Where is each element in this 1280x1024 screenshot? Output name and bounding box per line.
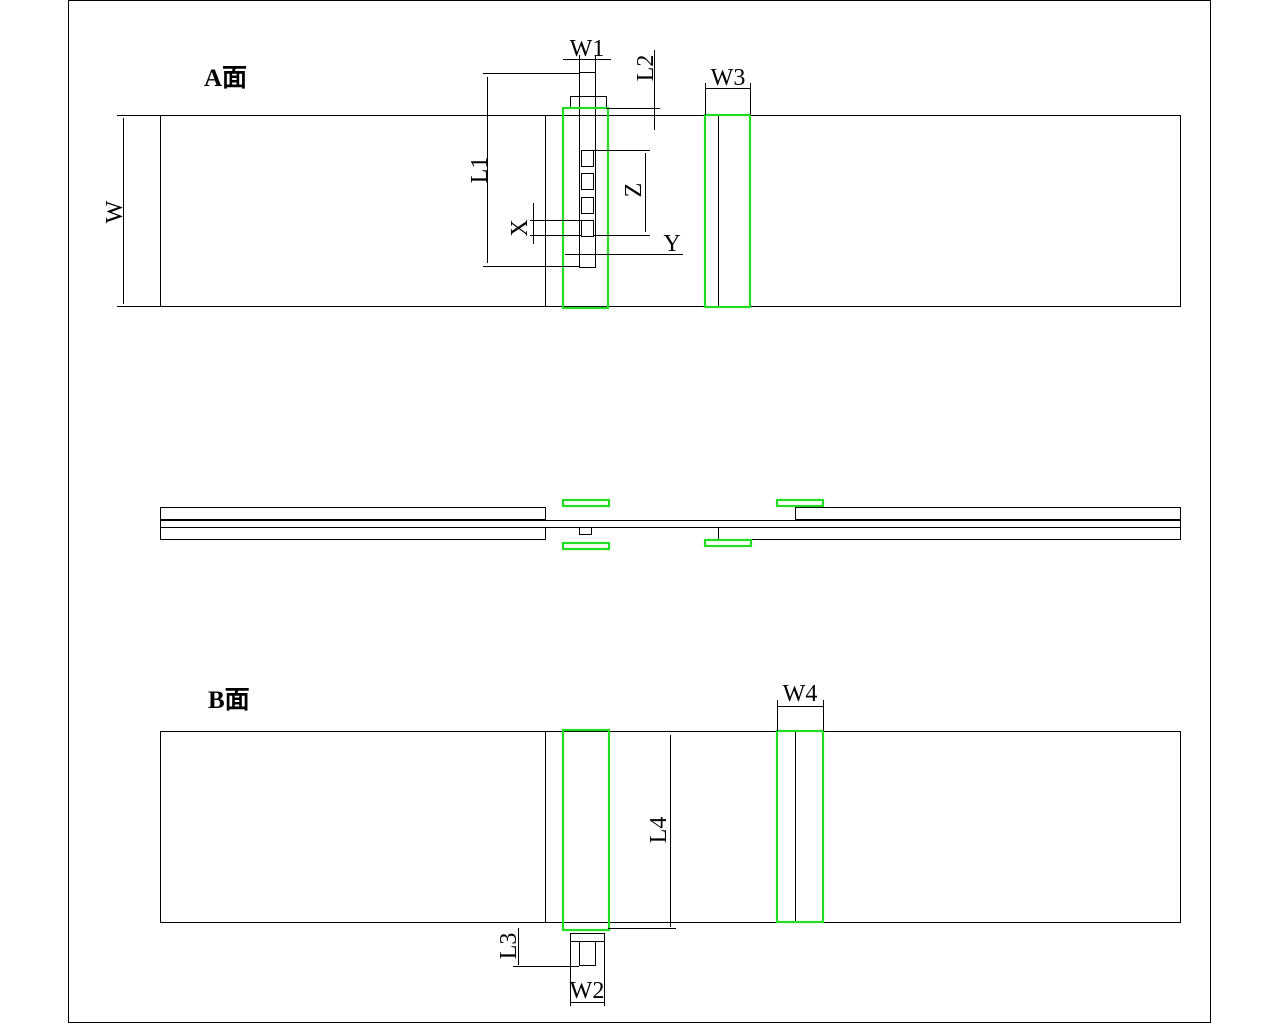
drawing-frame xyxy=(68,0,1211,1023)
contact-square xyxy=(581,197,594,214)
dimension-w2: W2 xyxy=(570,941,605,1006)
probe-strip xyxy=(579,72,596,268)
svg-text:L4: L4 xyxy=(646,817,672,844)
dimension-l4: L4 xyxy=(608,735,676,929)
contact-square xyxy=(581,173,594,190)
core-layer xyxy=(160,520,1181,528)
top-layer-left xyxy=(160,507,546,520)
face-a-title: A面 xyxy=(204,65,247,92)
svg-text:W4: W4 xyxy=(783,681,818,707)
highlight-box xyxy=(775,729,825,924)
contact-square xyxy=(581,150,594,167)
highlight-box xyxy=(703,113,752,309)
board-outline xyxy=(160,115,1181,307)
svg-text:W3: W3 xyxy=(711,65,746,91)
dimension-w3: W3 xyxy=(705,65,751,115)
svg-text:W1: W1 xyxy=(570,36,605,62)
contact-square xyxy=(581,220,594,237)
face-b-view: B面 L4 W4 L3 W2 xyxy=(160,681,1181,1006)
pad-dotted xyxy=(570,933,605,942)
svg-text:W: W xyxy=(102,200,128,223)
face-a-view: A面 W L1 W1 xyxy=(102,36,1181,310)
face-b-title: B面 xyxy=(208,687,250,714)
svg-text:L1: L1 xyxy=(467,157,493,184)
hatched-region-right xyxy=(718,115,1181,307)
dimension-l1: L1 xyxy=(467,73,579,267)
dimension-w1: W1 xyxy=(563,36,611,72)
hatched-region-right xyxy=(795,731,1181,923)
highlight-box xyxy=(775,498,825,508)
probe-tip xyxy=(579,527,592,535)
svg-text:L3: L3 xyxy=(496,933,522,960)
dimension-z: Z xyxy=(593,150,650,236)
dimension-y: Y xyxy=(565,231,683,257)
hatched-region-left xyxy=(160,731,546,923)
dimension-x: X xyxy=(507,203,581,244)
svg-text:W2: W2 xyxy=(570,978,605,1004)
dimension-l2: L2 xyxy=(606,50,660,130)
svg-text:Z: Z xyxy=(621,183,647,198)
top-layer-right xyxy=(795,507,1181,520)
bottom-layer-left xyxy=(160,527,546,540)
pad-dotted xyxy=(570,96,607,109)
side-section-view xyxy=(160,498,1181,551)
svg-text:L2: L2 xyxy=(633,55,659,82)
bottom-layer-right xyxy=(718,527,1181,540)
dimension-w4: W4 xyxy=(777,681,824,731)
dimension-w: W xyxy=(102,115,160,307)
highlight-box xyxy=(703,538,753,548)
svg-text:X: X xyxy=(507,219,533,236)
dimension-l3: L3 xyxy=(496,928,579,967)
probe-strip xyxy=(579,941,596,966)
svg-text:Y: Y xyxy=(663,231,680,257)
highlight-box xyxy=(561,106,610,310)
highlight-box xyxy=(561,728,611,932)
hatched-region-left xyxy=(160,115,546,307)
highlight-box xyxy=(561,498,611,508)
highlight-box xyxy=(561,541,611,551)
